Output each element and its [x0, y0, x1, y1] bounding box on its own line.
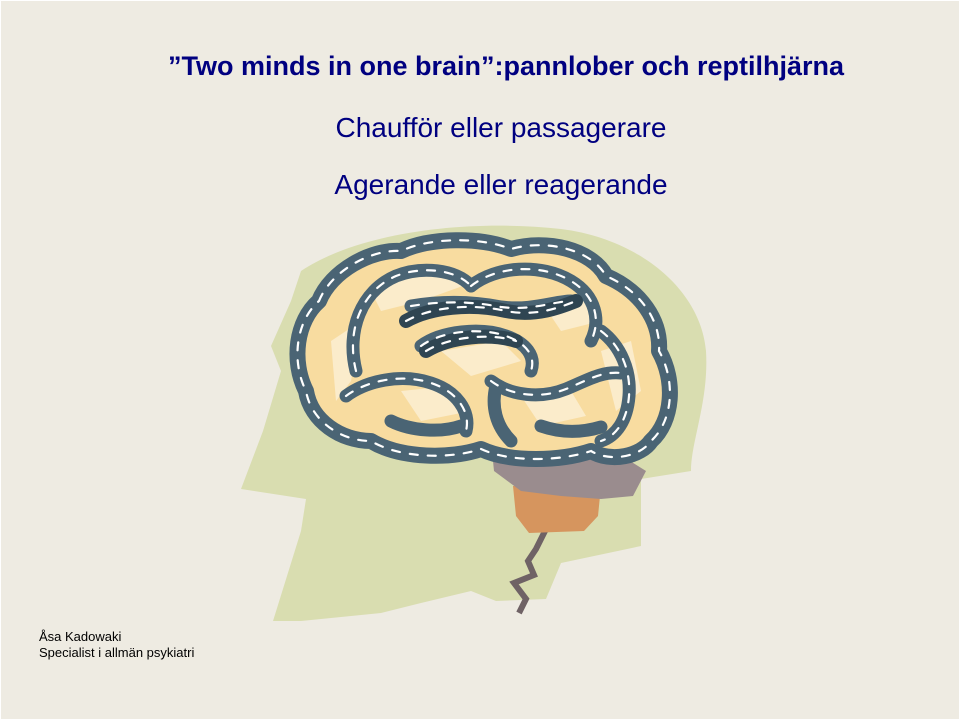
- subtitle-driver-passenger: Chaufför eller passagerare: [335, 112, 667, 143]
- brainstem: [513, 486, 601, 533]
- author-name: Åsa Kadowaki: [39, 629, 122, 644]
- slide-title: ”Two minds in one brain”:pannlober och r…: [167, 51, 845, 81]
- author-title: Specialist i allmän psykiatri: [39, 645, 195, 660]
- author-block: Åsa Kadowaki Specialist i allmän psykiat…: [39, 629, 194, 661]
- spinal-cord: [509, 521, 552, 615]
- road-dash-markings: [296, 239, 671, 461]
- subtitle-acting-reacting: Agerande eller reagerande: [334, 169, 668, 200]
